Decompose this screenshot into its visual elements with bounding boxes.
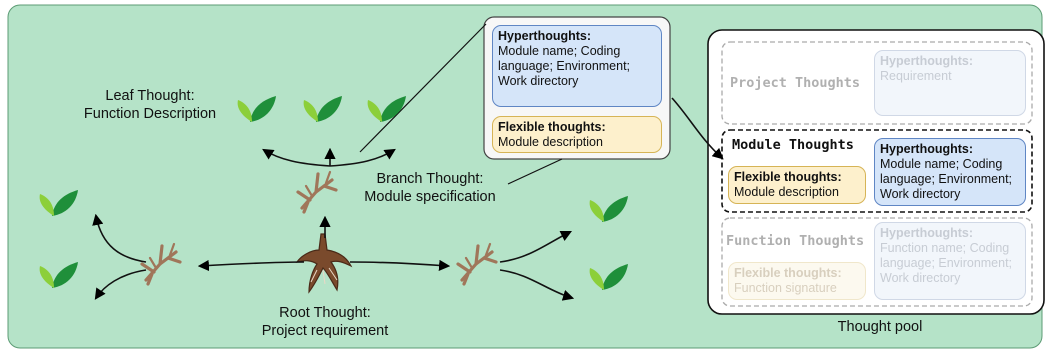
right-branch-arrow-up bbox=[499, 230, 573, 263]
callout-flexible-thoughts-box: Flexible thoughts: Module description bbox=[492, 116, 662, 153]
project-thoughts-label: Project Thoughts bbox=[730, 75, 861, 91]
root-to-right-branch-arrow bbox=[349, 259, 451, 271]
function-flexible-thoughts-box: Flexible thoughts: Function signature bbox=[728, 262, 866, 300]
callout-line-top bbox=[359, 23, 487, 153]
right-branch-arrow-down bbox=[499, 269, 575, 301]
top-branch-arrow-left bbox=[262, 148, 331, 167]
root-graphic bbox=[295, 233, 353, 294]
module-thoughts-frame bbox=[721, 129, 1033, 213]
module-hyperthoughts-box: Hyperthoughts: Module name; Coding langu… bbox=[874, 138, 1026, 206]
thought-pool-caption: Thought pool bbox=[837, 319, 923, 335]
left-branch-arrow-down bbox=[94, 269, 147, 300]
callout-hyperthoughts-box: Hyperthoughts: Module name; Coding langu… bbox=[492, 25, 662, 107]
top-branch-arrow-right bbox=[329, 148, 396, 167]
module-flexible-thoughts-box: Flexible thoughts: Module description bbox=[728, 166, 866, 204]
left-branch-arrow-up bbox=[92, 213, 147, 263]
root-to-left-branch-arrow bbox=[197, 259, 305, 272]
leaf-thought-label: Leaf Thought: Function Description bbox=[83, 88, 217, 122]
callout-to-pool-arrow bbox=[671, 97, 724, 160]
callout-line-bottom bbox=[507, 158, 563, 185]
module-thoughts-label: Module Thoughts bbox=[732, 137, 854, 153]
project-hyperthoughts-box: Hyperthoughts: Requirement bbox=[874, 50, 1026, 116]
function-thoughts-frame bbox=[721, 217, 1033, 307]
branch-thought-label: Branch Thought: Module specification bbox=[364, 171, 496, 205]
root-thought-label: Root Thought: Project requirement bbox=[261, 305, 389, 339]
function-hyperthoughts-box: Hyperthoughts: Function name; Coding lan… bbox=[874, 222, 1026, 300]
function-thoughts-label: Function Thoughts bbox=[726, 233, 865, 249]
project-thoughts-frame bbox=[721, 41, 1033, 125]
